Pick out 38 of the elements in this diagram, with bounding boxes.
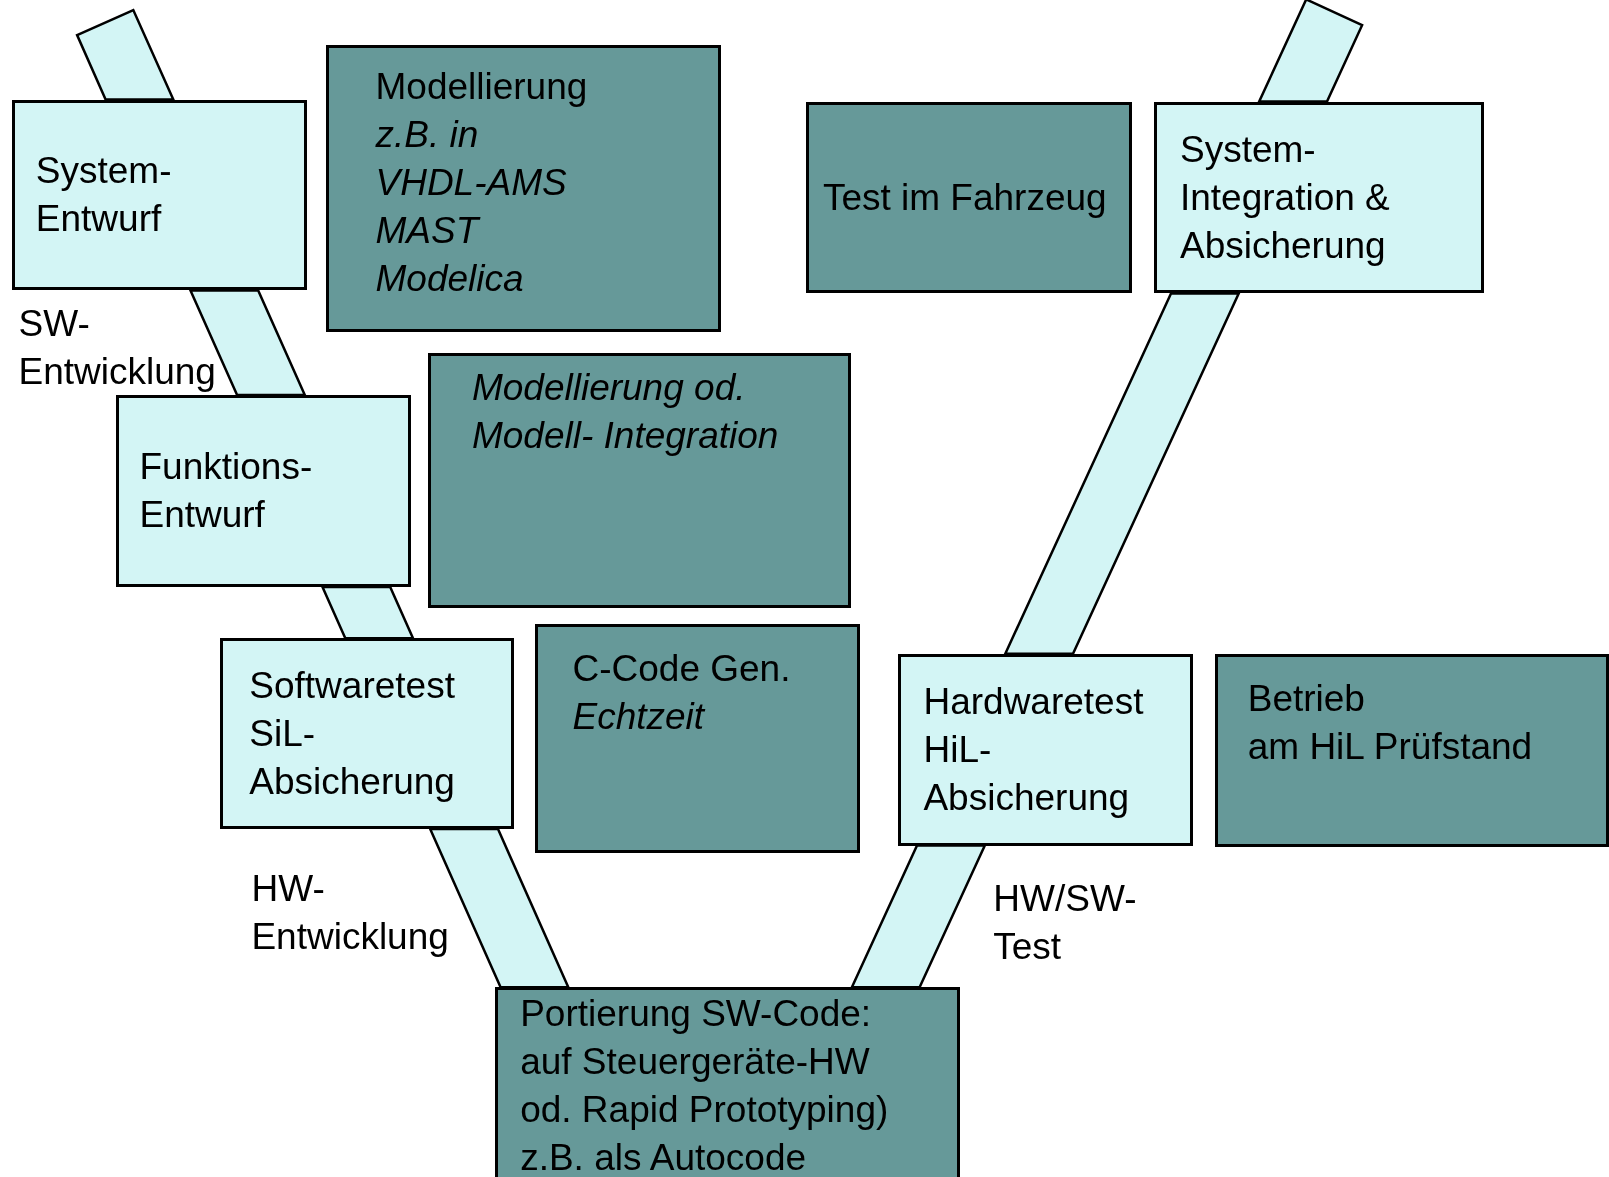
box-text: Echtzeit [572, 695, 707, 740]
process-box [897, 653, 1194, 846]
process-box [805, 101, 1132, 294]
process-box [326, 45, 722, 333]
box-text: C-Code Gen. [572, 647, 792, 692]
box-text: System- Entwurf [35, 148, 173, 241]
box-text: z.B. als Autocode [520, 1136, 808, 1177]
box-text: Funktions- Entwurf [139, 445, 314, 537]
process-box [219, 638, 515, 830]
v-model-band [428, 827, 571, 989]
process-box [427, 353, 851, 609]
phase-label: HW- Entwicklung [251, 867, 450, 960]
v-model-band [188, 289, 307, 397]
phase-label: SW- Entwicklung [18, 301, 217, 394]
box-text: Modellierung [375, 64, 589, 109]
box-text: Portierung SW-Code: [520, 992, 873, 1037]
box-text: MAST [375, 208, 482, 253]
box-text: Test im Fahrzeug [822, 175, 1108, 220]
process-box [1214, 653, 1609, 847]
box-text: VHDL-AMS [375, 160, 568, 205]
box-text: Softwaretest [249, 663, 456, 708]
box-text: Modelica [375, 256, 525, 301]
box-text: z.B. in [375, 112, 480, 157]
box-text: System- Integration & Absicherung [1179, 127, 1391, 268]
box-text: Betrieb [1247, 677, 1366, 722]
v-model-band [1003, 292, 1241, 655]
box-text: auf Steuergeräte-HW [520, 1040, 871, 1085]
box-text: Modellierung od. Modell- Integration [471, 366, 780, 459]
box-text: SiL- Absicherung [249, 711, 456, 804]
process-box [534, 623, 860, 853]
v-model-band [320, 585, 415, 640]
box-text: od. Rapid Prototyping) [520, 1088, 890, 1133]
v-model-band [849, 844, 987, 989]
process-box [494, 987, 961, 1177]
box-text: am HiL Prüfstand [1247, 725, 1534, 770]
phase-label: HW/SW- Test [993, 877, 1138, 970]
box-text: Hardwaretest [923, 679, 1145, 724]
box-text: HiL- Absicherung [923, 727, 1131, 820]
